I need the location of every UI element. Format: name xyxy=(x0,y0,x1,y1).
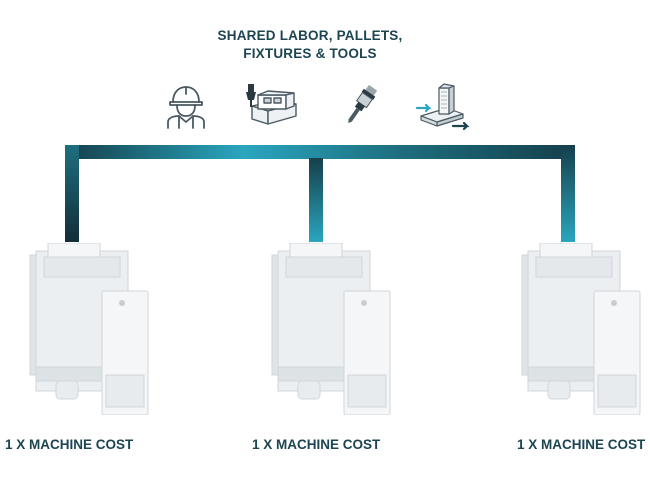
pallet-icon xyxy=(415,83,470,131)
machine-2-cost-label: 1 X MACHINE COST xyxy=(252,437,381,452)
tool-icon xyxy=(348,84,378,124)
machine-1-cost-label: 1 X MACHINE COST xyxy=(5,437,134,452)
machine-3 xyxy=(521,243,641,415)
machine-2 xyxy=(271,243,391,415)
machine-1 xyxy=(29,243,149,415)
diagram-heading: SHARED LABOR, PALLETS, FIXTURES & TOOLS xyxy=(150,27,470,63)
machine-3-cost-label: 1 X MACHINE COST xyxy=(517,437,646,452)
fixture-icon xyxy=(246,84,297,125)
heading-line-2: FIXTURES & TOOLS xyxy=(243,46,377,61)
worker-icon xyxy=(167,86,205,129)
heading-line-1: SHARED LABOR, PALLETS, xyxy=(217,28,403,43)
